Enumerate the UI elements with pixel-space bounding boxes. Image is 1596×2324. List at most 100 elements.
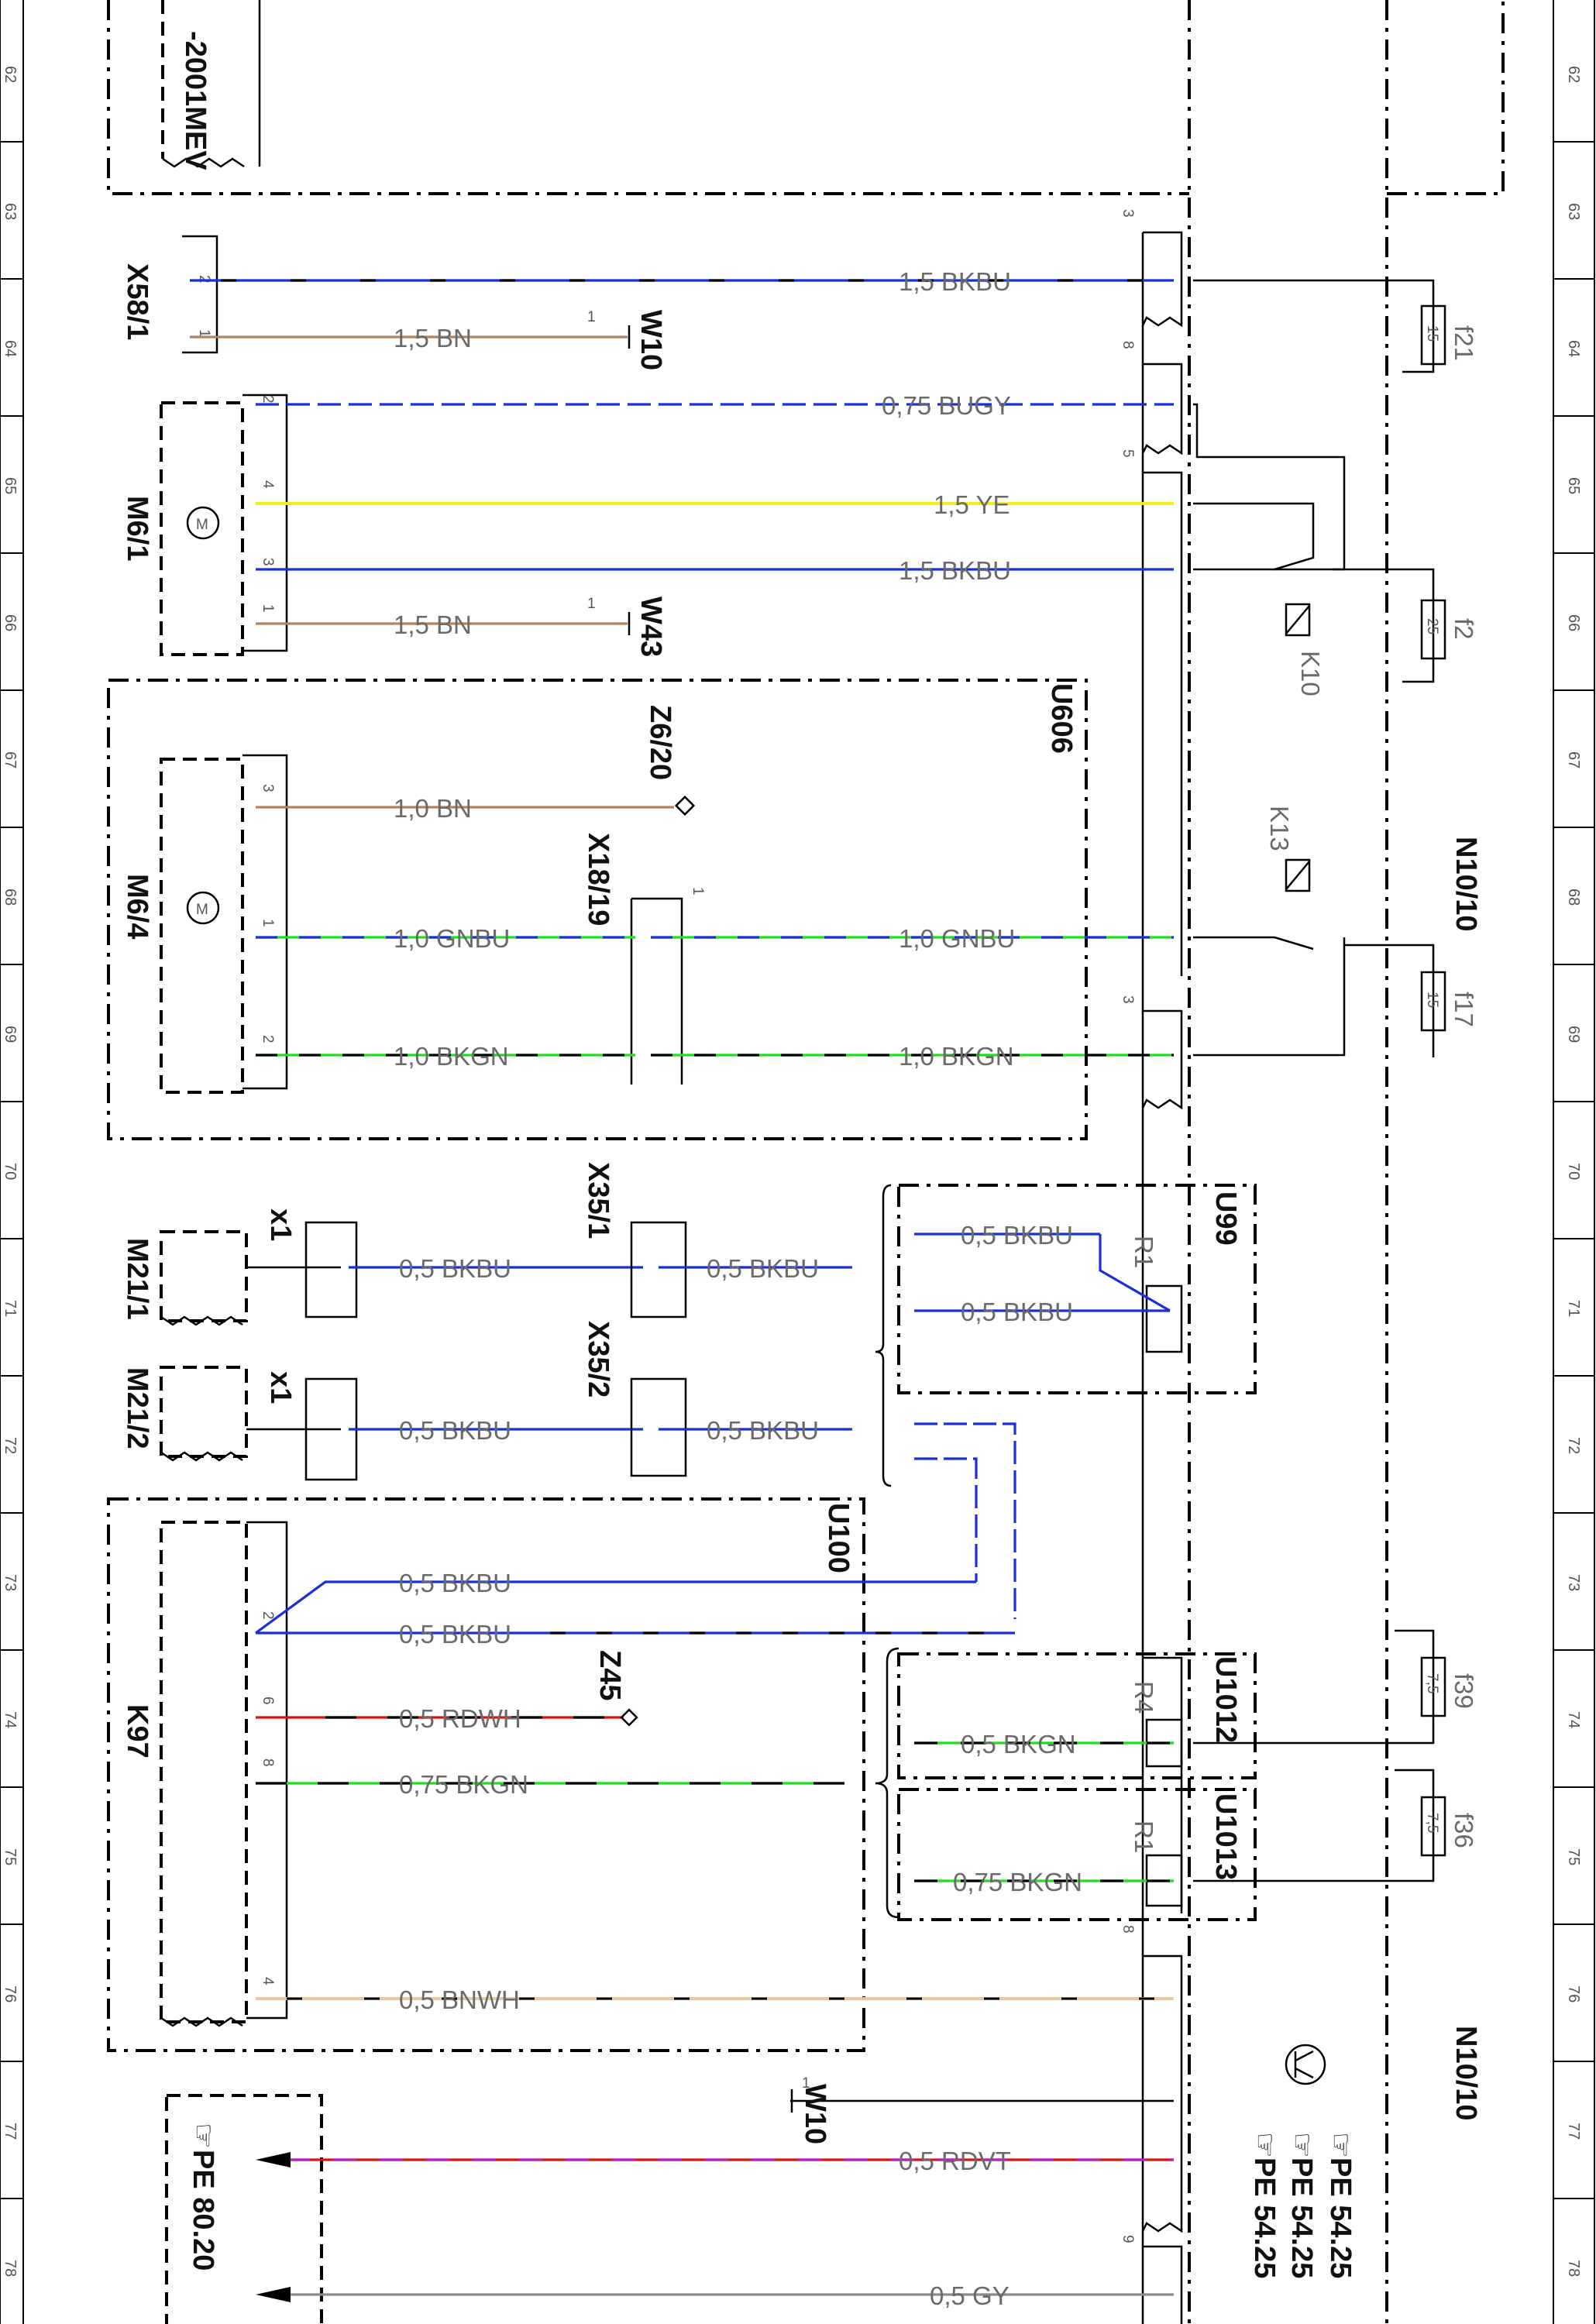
wire-label-12b: 0,5 BKBU xyxy=(961,1298,1073,1326)
u1013-label: U1013 xyxy=(1209,1793,1242,1880)
transistor-icon xyxy=(1285,2044,1326,2085)
grid-number: 67 xyxy=(1565,751,1582,768)
w43-label: W43 xyxy=(635,596,667,657)
wire-label-17: 0,75 BKGN xyxy=(953,1868,1082,1896)
svg-text:M: M xyxy=(196,902,208,918)
wire-label-13b: 0,5 BKBU xyxy=(399,1620,511,1648)
pe-54-references: PE 54.25 PE 54.25 PE 54.25 ☞ ☞ ☞ xyxy=(1248,2132,1357,2278)
wire-k97-to-u99-b xyxy=(914,1457,978,1582)
svg-text:1: 1 xyxy=(260,919,276,927)
grid-number: 72 xyxy=(1565,1437,1582,1454)
grid-number: 73 xyxy=(2,1574,19,1591)
grid-number: 70 xyxy=(2,1163,19,1180)
grid-number: 64 xyxy=(1565,340,1582,357)
wire-label-8b: 1,0 GNBU xyxy=(899,924,1015,953)
wire-label-13a: 0,5 BKBU xyxy=(399,1569,511,1597)
svg-text:☞: ☞ xyxy=(1248,2132,1281,2158)
svg-text:3: 3 xyxy=(1120,995,1136,1004)
u1013-box: U1013 R1 xyxy=(897,1788,1257,1921)
u100-box: U100 K97 2 6 8 4 xyxy=(107,1497,865,2052)
w10-top-label: W10 xyxy=(635,310,667,370)
svg-text:1: 1 xyxy=(690,887,706,896)
grid-number: 65 xyxy=(2,477,19,494)
fuse-f21: 15 f21 xyxy=(1193,279,1478,373)
wire-label-10a: 0,5 BKBU xyxy=(399,1254,511,1283)
m21-1-label: M21/1 xyxy=(121,1238,153,1320)
x18-19-label: X18/19 xyxy=(582,833,614,926)
svg-text:25: 25 xyxy=(1424,618,1440,634)
x35-1-connector: X35/1 xyxy=(582,1162,687,1318)
grid-number: 74 xyxy=(1565,1711,1582,1728)
x35-2-connector: X35/2 xyxy=(582,1321,687,1477)
n10-10-top-label: N10/10 xyxy=(1450,837,1482,932)
u606-box: U606 M M6/4 3 1 2 xyxy=(107,679,1088,1140)
m21-1-box: M21/1 x1 xyxy=(121,1208,358,1326)
grid-number: 69 xyxy=(2,1026,19,1043)
svg-text:9: 9 xyxy=(1120,2235,1136,2243)
grid-number: 73 xyxy=(1565,1574,1582,1591)
svg-text:☞: ☞ xyxy=(187,2123,219,2149)
m6-1-label: M6/1 xyxy=(121,496,153,561)
svg-text:f17: f17 xyxy=(1450,992,1478,1027)
svg-text:f39: f39 xyxy=(1450,1673,1478,1709)
svg-text:2: 2 xyxy=(260,1035,276,1043)
pe-80-label: PE 80.20 xyxy=(187,2150,219,2271)
wire-label-14: 0,5 RDWH xyxy=(399,1704,521,1733)
svg-text:4: 4 xyxy=(260,480,276,489)
svg-text:15: 15 xyxy=(1424,325,1440,342)
svg-text:15: 15 xyxy=(1424,992,1440,1008)
grid-number: 62 xyxy=(2,66,19,83)
grid-number: 71 xyxy=(2,1300,19,1317)
svg-text:2: 2 xyxy=(260,1611,276,1620)
svg-text:f2: f2 xyxy=(1450,618,1478,640)
wire-label-5: 1,5 BKBU xyxy=(899,556,1011,585)
wire-label-6: 1,5 BN xyxy=(394,610,472,639)
n10-10-bottom-label: N10/10 xyxy=(1450,2026,1482,2121)
x58-1-label: X58/1 xyxy=(121,263,153,340)
wire-label-1: 1,5 BKBU xyxy=(899,267,1011,296)
grid-number: 64 xyxy=(2,340,19,357)
svg-text:3: 3 xyxy=(260,784,276,792)
relay-k10: K10 xyxy=(1193,403,1346,696)
svg-text:1: 1 xyxy=(196,329,212,338)
u1012-label: U1012 xyxy=(1209,1656,1242,1743)
wire-k97-to-u99-a xyxy=(914,1422,1016,1619)
wire-label-9a: 1,0 BKGN xyxy=(394,1042,509,1071)
svg-text:5: 5 xyxy=(1120,449,1136,458)
svg-text:3: 3 xyxy=(260,558,276,566)
u100-label: U100 xyxy=(822,1503,855,1573)
pe-80-reference-box: PE 80.20 ☞ xyxy=(165,2094,323,2324)
grid-number: 66 xyxy=(1565,614,1582,631)
grid-number: 75 xyxy=(2,1848,19,1865)
svg-text:f36: f36 xyxy=(1450,1813,1478,1848)
grid-number: 68 xyxy=(1565,889,1582,906)
r1-a-label: R1 xyxy=(1130,1236,1158,1268)
grid-number: 77 xyxy=(1565,2123,1582,2140)
svg-text:M: M xyxy=(196,517,208,533)
grid-number: 74 xyxy=(2,1711,19,1728)
wire-label-20: 0,5 GY xyxy=(930,2281,1010,2310)
m21-2-label: M21/2 xyxy=(121,1367,153,1449)
grid-number: 66 xyxy=(2,614,19,631)
grid-number: 76 xyxy=(1565,1985,1582,2003)
svg-text:f21: f21 xyxy=(1450,325,1478,361)
wire-label-15: 0,75 BKGN xyxy=(399,1770,528,1799)
svg-text:3: 3 xyxy=(1120,209,1136,218)
fuse-f17: 15 f17 N10/10 xyxy=(1344,837,1482,1057)
wire-label-16: 0,5 BKGN xyxy=(961,1730,1076,1758)
svg-text:☞: ☞ xyxy=(1324,2132,1357,2158)
grid-number: 70 xyxy=(1565,1163,1582,1180)
grid-number: 67 xyxy=(2,751,19,768)
fuse-f2: 25 f2 xyxy=(1193,568,1478,683)
wire-label-12a: 0,5 BKBU xyxy=(961,1221,1073,1250)
svg-text:2: 2 xyxy=(260,395,276,404)
svg-text:7,5: 7,5 xyxy=(1424,1813,1440,1833)
svg-text:1: 1 xyxy=(587,309,596,325)
grid-number: 68 xyxy=(2,889,19,906)
grid-number: 75 xyxy=(1565,1848,1582,1865)
m21-2-box: M21/2 x1 xyxy=(121,1366,358,1481)
grid-number: 72 xyxy=(2,1437,19,1454)
u99-box: U99 R1 xyxy=(897,1184,1257,1394)
x58-1-connector: 2 1 X58/1 xyxy=(121,235,218,354)
